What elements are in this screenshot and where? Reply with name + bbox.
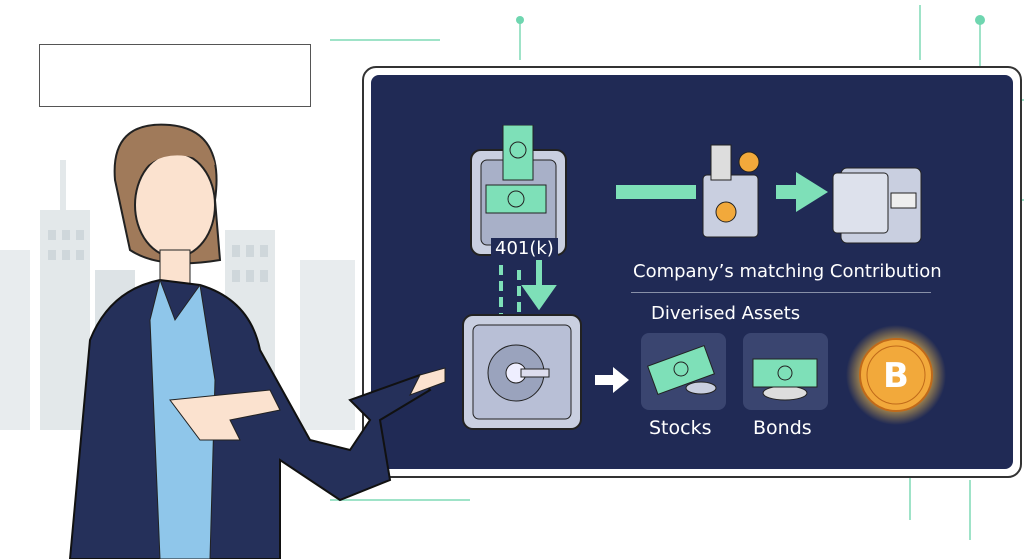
svg-text:B: B bbox=[883, 356, 909, 396]
safe-with-cash-icon bbox=[470, 125, 567, 256]
matching-contribution-label: Company’s matching Contribution bbox=[633, 261, 942, 282]
retirement-401k-label: 401(k) bbox=[491, 238, 558, 259]
banknote-icon bbox=[752, 358, 818, 401]
stocks-tile bbox=[641, 333, 726, 410]
businesswoman-illustration bbox=[68, 123, 446, 559]
arrow-right-icon bbox=[595, 367, 629, 393]
vault-icon bbox=[462, 314, 582, 430]
bitcoin-icon: B bbox=[846, 325, 946, 425]
cash-stack-icon bbox=[647, 345, 717, 395]
wallet-icon bbox=[832, 167, 922, 244]
title-placeholder-box bbox=[39, 44, 311, 107]
presentation-board: 401(k) bbox=[362, 66, 1022, 478]
bonds-tile bbox=[743, 333, 828, 410]
bonds-label: Bonds bbox=[753, 417, 812, 439]
diversified-assets-heading: Diverised Assets bbox=[651, 303, 801, 324]
divider bbox=[631, 292, 931, 293]
coin-deposit-icon bbox=[702, 144, 760, 238]
stocks-label: Stocks bbox=[649, 417, 712, 439]
board-screen: 401(k) bbox=[371, 75, 1013, 469]
contribution-arrow bbox=[616, 172, 828, 212]
